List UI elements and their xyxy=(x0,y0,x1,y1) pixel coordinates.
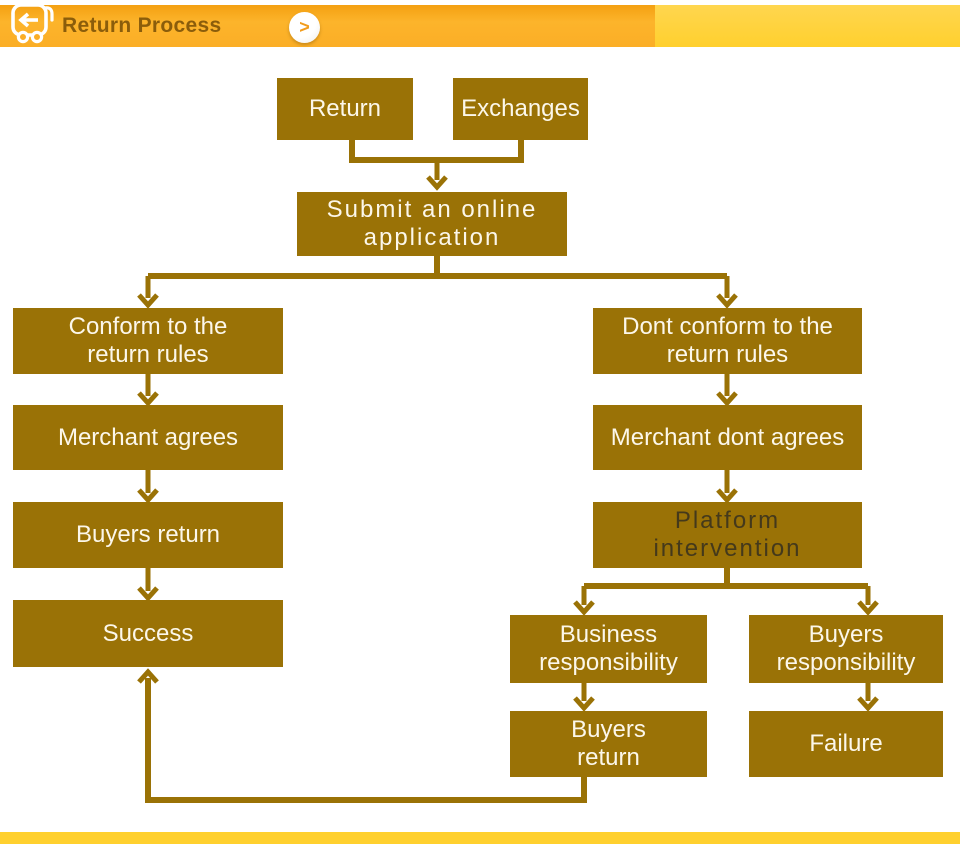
node-return: Return xyxy=(277,78,413,140)
node-conform-rules: Conform to the return rules xyxy=(13,308,283,374)
node-dont-conform-rules: Dont conform to the return rules xyxy=(593,308,862,374)
chevron-right-icon: > xyxy=(299,16,310,37)
node-buyers-return-right: Buyers return xyxy=(510,711,707,777)
node-business-responsibility: Business responsibility xyxy=(510,615,707,683)
header-bar-yellow xyxy=(655,5,960,47)
node-failure: Failure xyxy=(749,711,943,777)
page-title: Return Process xyxy=(62,14,222,37)
header-bar-orange xyxy=(0,5,655,47)
node-success: Success xyxy=(13,600,283,667)
return-truck-icon xyxy=(11,3,54,44)
node-buyers-return-left: Buyers return xyxy=(13,502,283,568)
node-platform-intervention: Platform intervention xyxy=(593,502,862,568)
footer-bar xyxy=(0,832,960,844)
node-merchant-agrees: Merchant agrees xyxy=(13,405,283,470)
expand-chevron-button[interactable]: > xyxy=(289,12,320,43)
node-exchanges: Exchanges xyxy=(453,78,588,140)
node-buyers-responsibility: Buyers responsibility xyxy=(749,615,943,683)
node-merchant-dont-agrees: Merchant dont agrees xyxy=(593,405,862,470)
node-submit-application: Submit an online application xyxy=(297,192,567,256)
